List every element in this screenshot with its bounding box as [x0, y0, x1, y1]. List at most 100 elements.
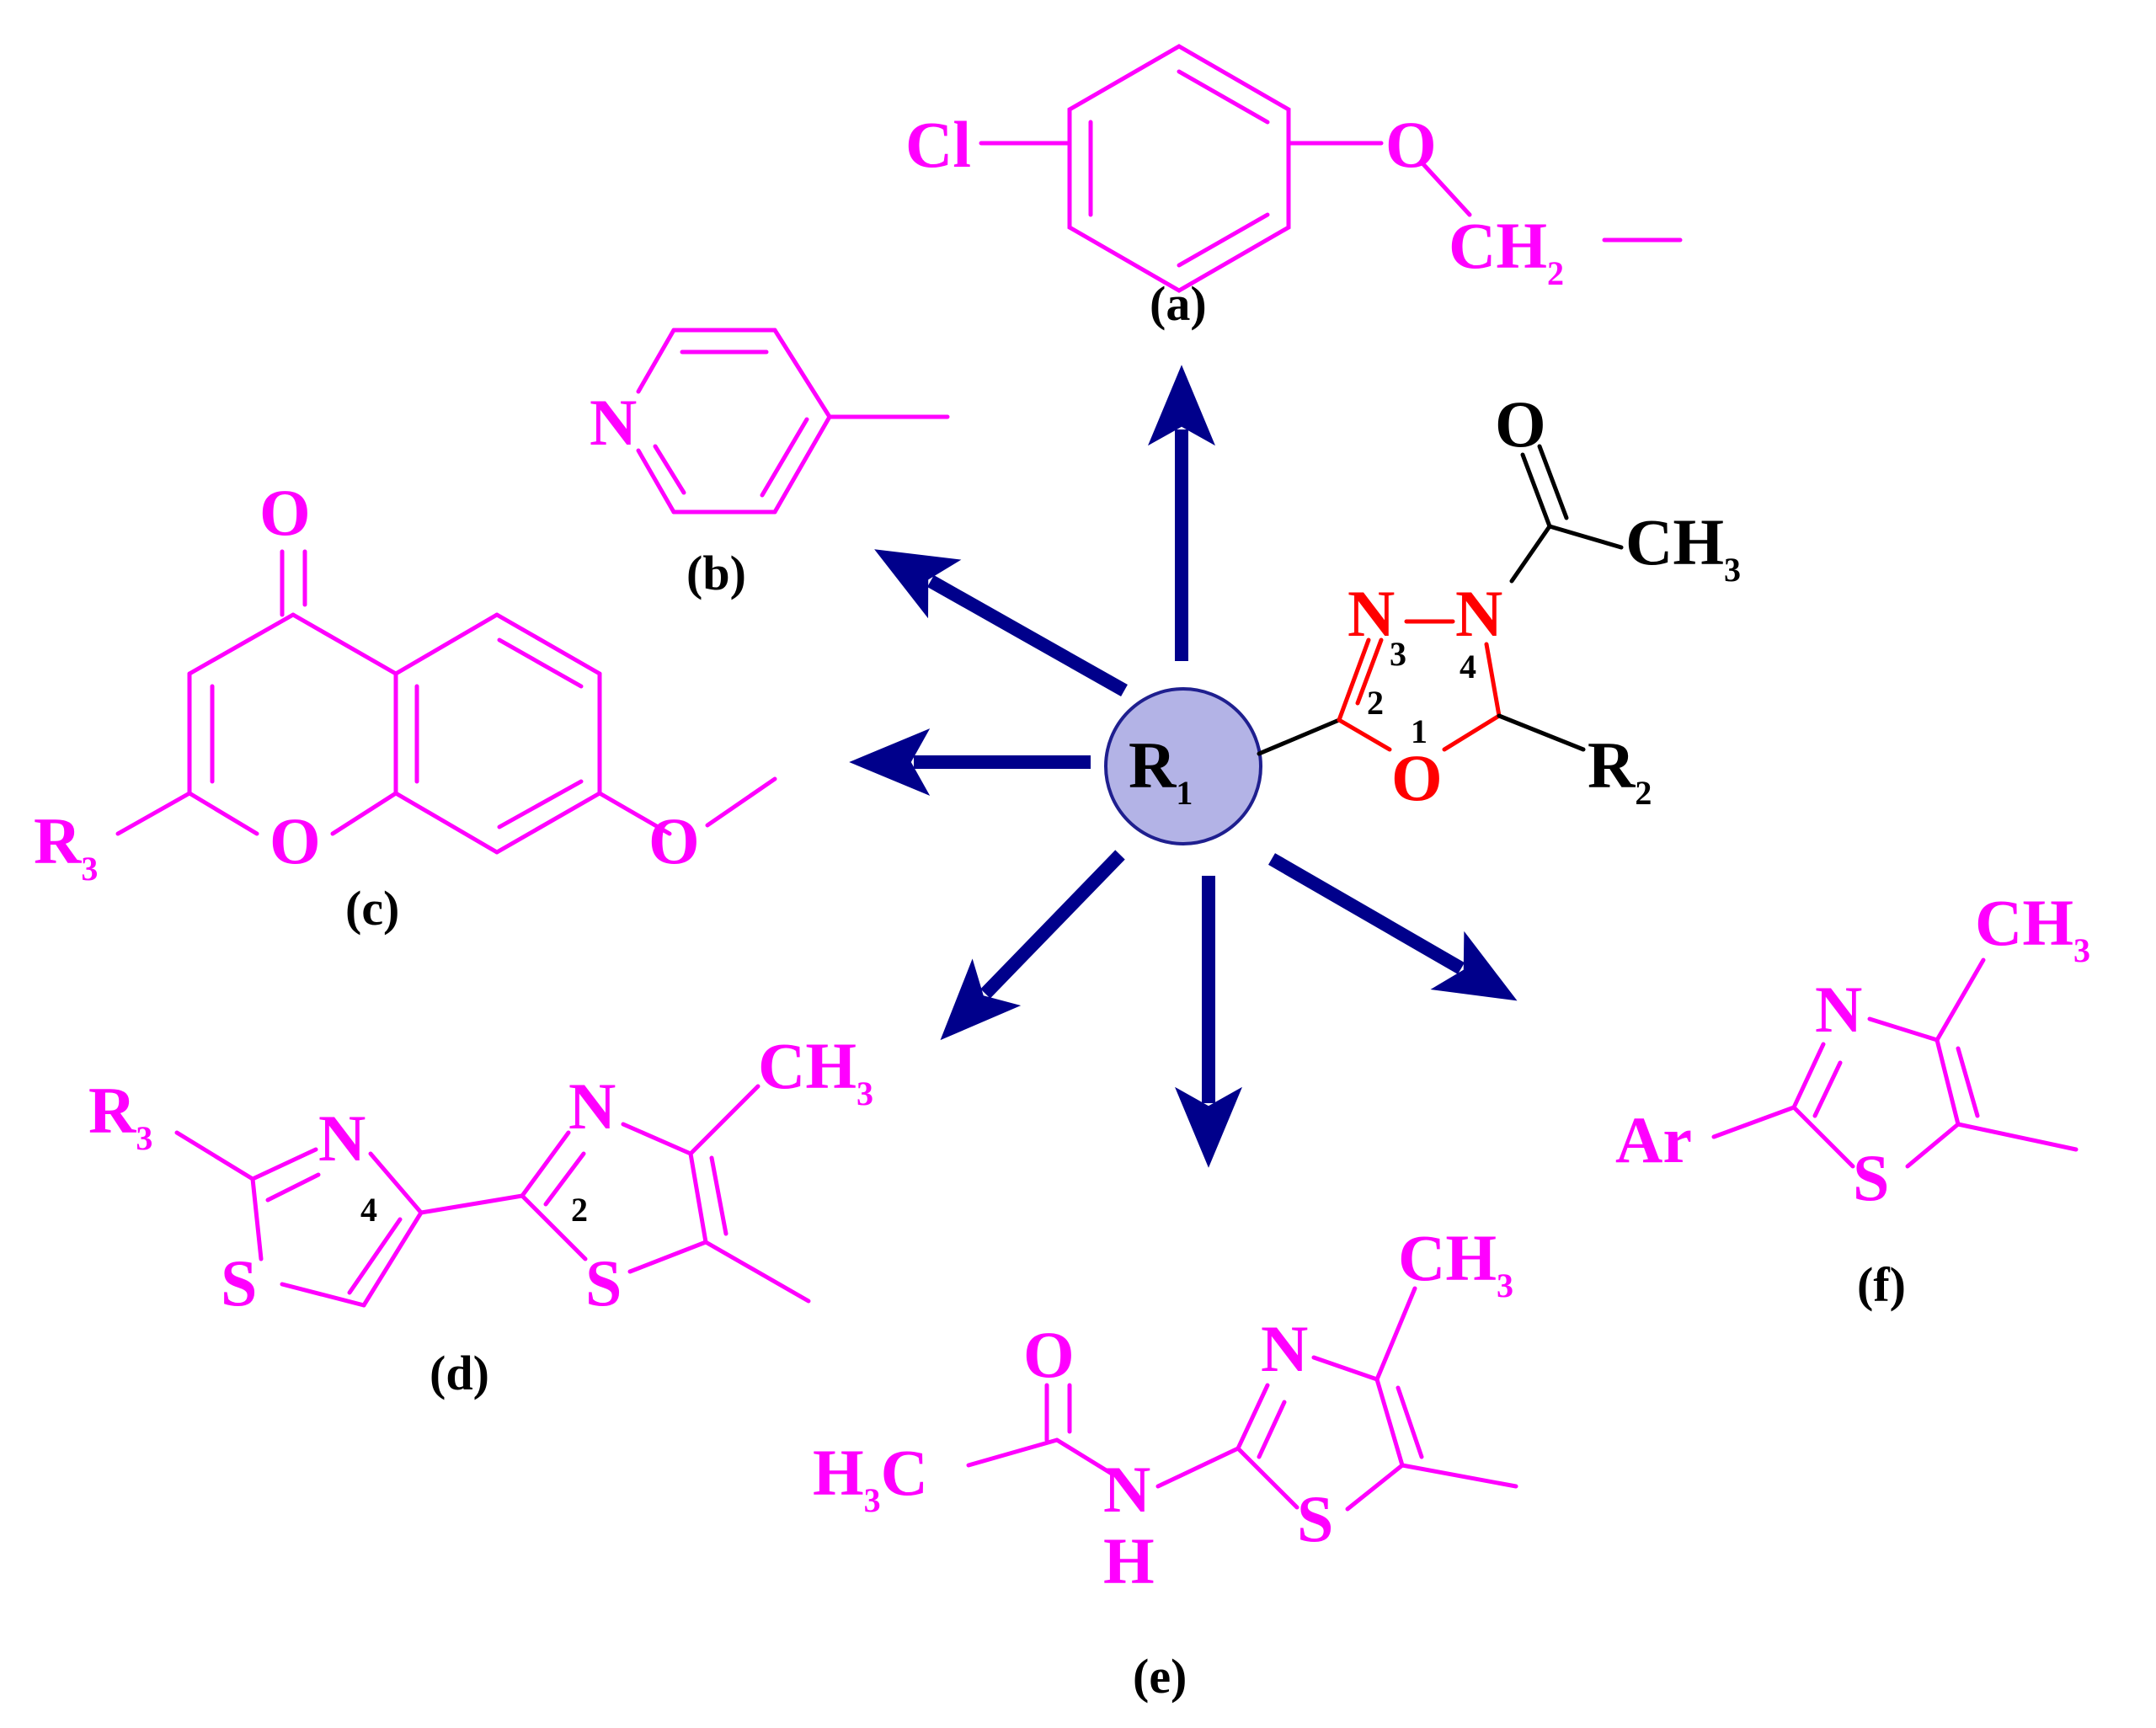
d-ring2-2	[621, 1122, 693, 1156]
a-caption: (a)	[1150, 276, 1207, 331]
n4-label: N	[1455, 577, 1502, 650]
c-o-top-label: O	[259, 476, 311, 549]
e-bond-methyl	[1400, 1463, 1518, 1489]
c-bond-o-methoxy	[597, 791, 672, 836]
c-bond-7	[393, 612, 499, 676]
bond-o1-c5	[1442, 713, 1502, 752]
c-r3-label: R3	[34, 804, 98, 888]
d-ring2-3	[688, 1151, 708, 1245]
e-bond-ch3	[1374, 1286, 1417, 1382]
c-o-methoxy-label: O	[648, 804, 700, 877]
d-ring1-1-double	[265, 1172, 321, 1203]
f-s-label: S	[1853, 1141, 1889, 1214]
e-ring-2	[1311, 1355, 1380, 1382]
arrow-to-b	[874, 549, 1128, 696]
c-bond-8-inner	[497, 637, 584, 689]
e-ring-1-double	[1257, 1400, 1287, 1459]
n3-label: N	[1348, 577, 1395, 650]
a-ring-inner-1	[1177, 69, 1270, 125]
d-ring1-4	[280, 1282, 366, 1308]
f-ar-label: Ar	[1615, 1103, 1692, 1176]
arrow-to-d	[940, 850, 1125, 1041]
b-ring-bond-3	[772, 328, 832, 419]
d-caption: (d)	[430, 1346, 489, 1400]
a-bond-o-ch2	[1421, 162, 1472, 217]
d-s1-label: S	[221, 1246, 257, 1320]
d-n1-label: N	[318, 1101, 366, 1175]
e-caption: (e)	[1133, 1649, 1187, 1704]
e-bond-n-ring	[1155, 1446, 1241, 1489]
o1-label: O	[1391, 741, 1443, 814]
pos-4: 4	[1460, 648, 1476, 685]
c-bond-4	[330, 791, 398, 836]
e-ring-4	[1345, 1463, 1405, 1512]
e-bond-c-n	[1054, 1437, 1114, 1476]
a-o-label: O	[1385, 108, 1437, 181]
substituent-f: Ar N S CH3 (f)	[1615, 886, 2090, 1312]
d-ring2-1	[520, 1130, 571, 1198]
c-caption: (c)	[345, 881, 399, 936]
d-ring1-2	[368, 1151, 424, 1215]
d-bond-ch3	[688, 1084, 760, 1156]
c-bond-11	[393, 791, 499, 855]
c-bond-3	[187, 791, 259, 836]
b-ring-inner-3	[653, 444, 686, 495]
a-benzene-ring	[1067, 44, 1291, 293]
d-bond-methyl	[703, 1240, 811, 1304]
f-ring-1	[1791, 1042, 1826, 1110]
d-ring1-1	[250, 1147, 318, 1181]
a-ring-inner-2	[1177, 212, 1270, 268]
c-bond-methoxy-tail	[705, 776, 777, 828]
d-n2-label: N	[568, 1069, 616, 1143]
a-ch2-label: CH2	[1449, 209, 1564, 292]
b-caption: (b)	[686, 546, 746, 600]
f-ring-5	[1791, 1105, 1855, 1169]
e-o-label: O	[1023, 1318, 1075, 1391]
f-caption: (f)	[1857, 1257, 1906, 1312]
d-ch3-label: CH3	[758, 1029, 873, 1112]
substituent-c: O O O R3 (c)	[34, 476, 777, 936]
f-n-label: N	[1815, 973, 1862, 1046]
e-ring-3	[1374, 1377, 1405, 1468]
substituent-b: N (b)	[590, 328, 950, 600]
ch3-label: CH3	[1625, 505, 1741, 589]
bond-c5-r2	[1497, 713, 1586, 752]
f-ring-2	[1867, 1016, 1940, 1043]
b-ring-bond-4	[772, 414, 832, 515]
c-bond-10-inner	[497, 779, 584, 829]
bond-c-ch3	[1547, 524, 1624, 550]
d-ring1-5	[250, 1176, 264, 1261]
e-nh-h-label: H	[1103, 1524, 1155, 1597]
bond-c2-n3-double	[1355, 637, 1384, 706]
bond-c2-n3	[1337, 637, 1371, 723]
arrows	[849, 365, 1518, 1168]
f-bond-ch3	[1935, 957, 1986, 1043]
core-structure: R1 N N O 3 4 2 1 R2 O CH3	[1104, 387, 1741, 845]
substituent-a: Cl O CH2 (a)	[905, 44, 1683, 331]
f-ring-3-double	[1956, 1046, 1980, 1118]
d-ring2-1-double	[543, 1151, 586, 1207]
d-ring1-3	[361, 1210, 424, 1308]
b-ring-bond-6	[636, 448, 676, 515]
c-bond-6	[291, 612, 398, 676]
d-pos-4: 4	[360, 1191, 377, 1229]
carbonyl-o-label: O	[1495, 387, 1546, 461]
d-bond-link	[419, 1193, 525, 1215]
d-ring2-5	[520, 1193, 588, 1261]
bond-n4-carbonyl	[1509, 524, 1552, 584]
e-ch3-label: CH3	[1398, 1221, 1513, 1304]
e-h3c-label: H3C	[813, 1436, 928, 1519]
f-ring-4	[1905, 1122, 1961, 1169]
pos-3: 3	[1390, 635, 1406, 673]
r1-circle	[1104, 687, 1262, 845]
e-nh-n-label: N	[1103, 1453, 1150, 1526]
r2-label: R2	[1588, 728, 1652, 812]
a-cl-label: Cl	[905, 108, 971, 181]
d-ring1-3-double	[347, 1217, 403, 1295]
d-ring2-3-double	[709, 1155, 728, 1236]
bond-co	[1520, 452, 1552, 529]
c-o-ring-label: O	[270, 804, 321, 877]
d-r3-label: R3	[88, 1074, 152, 1157]
d-bond-r3	[174, 1130, 255, 1181]
